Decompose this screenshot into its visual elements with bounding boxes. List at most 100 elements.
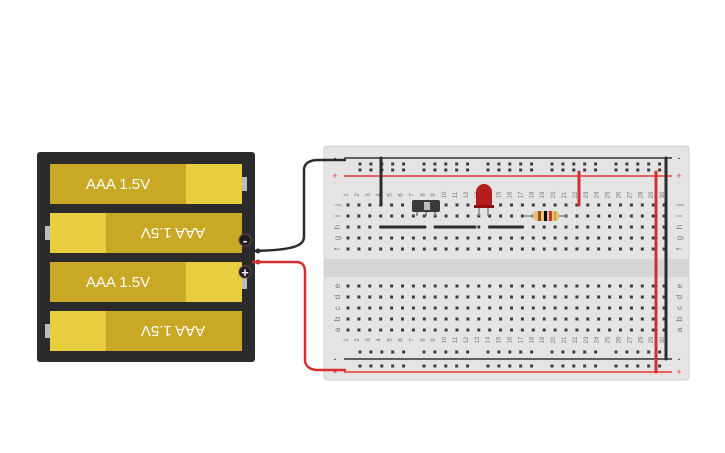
row-letter: i [675, 215, 684, 217]
column-number: 19 [540, 191, 546, 198]
column-number: 10 [442, 336, 448, 343]
column-number: 26 [617, 191, 623, 198]
battery-positive-terminal[interactable]: + [238, 265, 252, 280]
battery-negative-lead[interactable] [244, 158, 346, 253]
column-number: 6 [399, 193, 405, 197]
row-letter: h [333, 225, 342, 229]
column-number: 22 [573, 336, 579, 343]
column-number: 25 [606, 191, 612, 198]
slide-switch[interactable] [412, 200, 440, 216]
row-letter: d [675, 295, 684, 299]
column-number: 30 [660, 336, 666, 343]
column-number: 17 [518, 336, 524, 343]
row-letter: a [675, 327, 684, 332]
column-number: 11 [453, 336, 459, 343]
column-number: 7 [409, 193, 415, 197]
battery-negative-terminal[interactable]: - [238, 233, 252, 248]
column-number: 29 [649, 336, 655, 343]
column-number: 15 [497, 191, 503, 198]
column-number: 3 [366, 193, 372, 197]
negative-terminal-label: - [243, 233, 247, 248]
column-number: 9 [431, 193, 437, 197]
battery-pack[interactable]: AAA 1.5V AAA 1.5V AAA 1.5V AAA 1.5V - + [37, 152, 255, 362]
resistor[interactable] [523, 211, 568, 221]
battery-positive-lead[interactable] [252, 260, 346, 372]
column-number: 15 [497, 336, 503, 343]
column-number: 1 [344, 193, 350, 197]
column-number: 12 [464, 191, 470, 198]
row-letter: h [675, 225, 684, 229]
breadboard[interactable]: --++--++ 1122334455667788991010111112121… [323, 145, 690, 381]
battery-cell: AAA 1.5V [45, 213, 242, 253]
column-number: 27 [627, 191, 633, 198]
column-number: 2 [355, 338, 361, 342]
column-number: 21 [562, 336, 568, 343]
row-letter: f [675, 247, 684, 250]
row-letter: a [333, 327, 342, 332]
column-number: 28 [638, 191, 644, 198]
column-number: 22 [573, 191, 579, 198]
column-number: 3 [366, 338, 372, 342]
rail-symbol: + [676, 367, 681, 377]
column-number: 26 [617, 336, 623, 343]
column-number: 6 [399, 338, 405, 342]
column-number: 12 [464, 336, 470, 343]
red-led[interactable] [474, 184, 494, 216]
row-letter: g [675, 236, 684, 240]
column-number: 8 [420, 338, 426, 342]
row-letter: b [333, 316, 342, 321]
column-number: 19 [540, 336, 546, 343]
battery-cells: AAA 1.5V AAA 1.5V AAA 1.5V AAA 1.5V [45, 164, 247, 351]
breadboard-labels: 1122334455667788991010111112121313141415… [333, 191, 684, 343]
column-number: 16 [508, 336, 514, 343]
battery-cell: AAA 1.5V [50, 164, 247, 204]
negative-lead-tip [255, 248, 261, 254]
column-number: 23 [584, 336, 590, 343]
row-letter: c [333, 306, 342, 310]
column-number: 28 [638, 336, 644, 343]
row-letter: g [333, 236, 342, 240]
battery-cell-label: AAA 1.5V [86, 274, 150, 291]
column-number: 4 [377, 338, 383, 342]
column-number: 13 [475, 336, 481, 343]
rail-symbol: + [332, 367, 337, 377]
column-number: 20 [551, 191, 557, 198]
column-number: 10 [442, 191, 448, 198]
column-number: 30 [660, 191, 666, 198]
column-number: 24 [595, 336, 601, 343]
row-letter: i [333, 215, 342, 217]
column-number: 2 [355, 193, 361, 197]
jumper-wires[interactable] [379, 156, 668, 374]
row-letter: b [675, 316, 684, 321]
column-number: 14 [486, 336, 492, 343]
battery-cell-label: AAA 1.5V [141, 322, 205, 339]
column-number: 11 [453, 191, 459, 198]
row-letter: j [675, 204, 684, 207]
breadboard-center-channel [324, 259, 689, 277]
column-number: 29 [649, 191, 655, 198]
column-number: 23 [584, 191, 590, 198]
column-number: 9 [431, 338, 437, 342]
column-number: 7 [409, 338, 415, 342]
column-number: 18 [529, 336, 535, 343]
column-number: 20 [551, 336, 557, 343]
battery-cell-label: AAA 1.5V [141, 224, 205, 241]
row-letter: c [675, 306, 684, 310]
battery-cell-label: AAA 1.5V [86, 176, 150, 193]
row-letter: e [333, 283, 342, 288]
row-letter: e [675, 283, 684, 288]
rail-symbol: - [334, 153, 337, 163]
positive-lead-tip [255, 259, 261, 265]
column-number: 17 [518, 191, 524, 198]
rail-symbol: - [334, 354, 337, 364]
column-number: 16 [508, 191, 514, 198]
power-rails: --++--++ [332, 153, 681, 377]
rail-symbol: - [678, 153, 681, 163]
row-letter: f [333, 247, 342, 250]
column-number: 25 [606, 336, 612, 343]
breadboard-holes [346, 162, 666, 368]
column-number: 18 [529, 191, 535, 198]
column-number: 8 [420, 193, 426, 197]
battery-case [37, 152, 255, 362]
